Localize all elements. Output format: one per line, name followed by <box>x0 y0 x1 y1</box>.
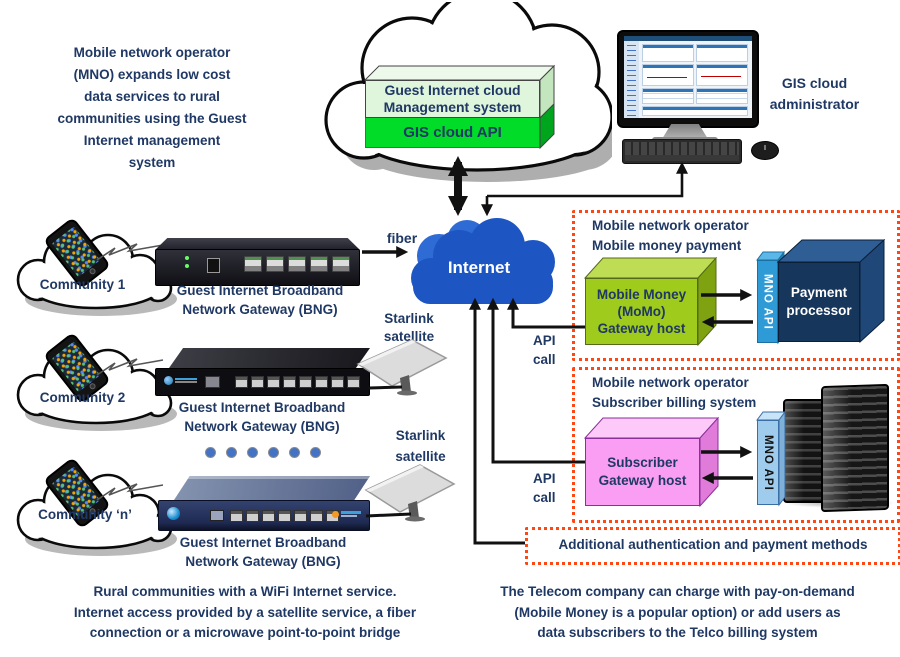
api-call-label-1: API call <box>533 331 556 369</box>
momo-title-line: Mobile network operator <box>592 218 749 233</box>
additional-methods-box: Additional authentication and payment me… <box>525 527 900 565</box>
management-line: Guest Internet cloud <box>384 82 521 98</box>
intro-line: data services to rural <box>84 89 220 104</box>
intro-line: Internet management <box>83 133 221 148</box>
fiber-label: fiber <box>386 230 418 246</box>
right-caption: The Telecom company can charge with pay-… <box>460 582 895 644</box>
bng-label-line: Network Gateway (BNG) <box>184 419 340 434</box>
starlink-label-line: satellite <box>395 449 446 464</box>
additional-methods-label: Additional authentication and payment me… <box>558 537 868 552</box>
momo-gateway-line: Mobile Money <box>596 287 687 302</box>
bng-device-2 <box>155 348 370 398</box>
admin-label-line: GIS cloud <box>781 75 848 91</box>
caption-line: Rural communities with a WiFi Internet s… <box>93 584 397 599</box>
billing-title: Mobile network operator Subscriber billi… <box>592 373 756 413</box>
bng-label-2: Guest Internet Broadband Network Gateway… <box>152 398 372 436</box>
starlink-label-line: satellite <box>383 329 435 344</box>
api-call-label-2: API call <box>533 469 556 507</box>
left-caption: Rural communities with a WiFi Internet s… <box>30 582 460 644</box>
payment-line: processor <box>786 303 852 318</box>
admin-label: GIS cloud administrator <box>752 73 877 115</box>
management-line: Management system <box>383 99 522 115</box>
intro-line: (MNO) expands low cost <box>73 67 231 82</box>
intro-text: Mobile network operator (MNO) expands lo… <box>32 42 272 174</box>
wireless-zigzag-icon <box>96 243 164 261</box>
momo-gateway-line: (MoMo) <box>617 304 666 319</box>
starlink-label-2: Starlink satellite <box>378 425 463 467</box>
mno-api-label: MNO API <box>761 273 774 330</box>
api-call-line: API <box>533 333 556 348</box>
starlink-label-line: Starlink <box>395 428 446 443</box>
bng-label-line: Network Gateway (BNG) <box>182 302 338 317</box>
intro-line: communities using the Guest <box>57 111 247 126</box>
bng-label-line: Guest Internet Broadband <box>176 283 344 298</box>
starlink-label-1: Starlink satellite <box>368 310 450 346</box>
api-call-line: API <box>533 471 556 486</box>
starlink-dish-icon <box>356 339 448 396</box>
gis-api-label: GIS cloud API <box>403 124 502 141</box>
bng-device-n <box>158 476 370 533</box>
ellipsis-dots-icon <box>205 447 321 458</box>
subscriber-gateway-line: Subscriber <box>607 455 678 470</box>
caption-line: The Telecom company can charge with pay-… <box>500 584 855 599</box>
mno-api-label: MNO API <box>762 434 774 491</box>
internet-label: Internet <box>447 258 511 277</box>
admin-dashboard-screen <box>624 36 752 118</box>
keyboard-icon <box>622 139 742 164</box>
monitor-stand <box>662 124 708 139</box>
momo-gateway-box: Mobile Money (MoMo) Gateway host <box>583 256 718 347</box>
billing-title-line: Mobile network operator <box>592 375 749 390</box>
payment-processor-box: Payment processor <box>776 238 886 344</box>
caption-line: connection or a microwave point-to-point… <box>89 625 401 640</box>
subscriber-gateway-box: Subscriber Gateway host <box>583 416 720 508</box>
community-label-n: Community ‘n’ <box>38 507 132 522</box>
admin-label-line: administrator <box>769 96 860 112</box>
gis-cloud-api-box: GIS cloud API <box>365 118 540 148</box>
momo-title-line: Mobile money payment <box>592 238 742 253</box>
payment-line: Payment <box>790 285 848 300</box>
community-label-2: Community 2 <box>39 390 126 405</box>
subscriber-gateway-line: Gateway host <box>598 473 687 488</box>
bng-label-1: Guest Internet Broadband Network Gateway… <box>150 281 370 319</box>
community-label-1: Community 1 <box>39 277 126 292</box>
gis-management-box: Guest Internet cloud Management system G… <box>363 64 556 150</box>
bng-label-n: Guest Internet Broadband Network Gateway… <box>153 533 373 571</box>
wireless-zigzag-icon <box>96 358 164 376</box>
monitor-icon <box>617 30 759 128</box>
server-rack-icon <box>783 383 896 513</box>
starlink-dish-icon <box>364 464 456 522</box>
mouse-icon <box>751 141 779 160</box>
caption-line: Internet access provided by a satellite … <box>73 604 417 620</box>
caption-line: data subscribers to the Telco billing sy… <box>537 625 818 640</box>
internet-cloud-icon <box>411 218 555 304</box>
bng-device-1 <box>155 238 360 288</box>
momo-group-box <box>572 210 900 361</box>
bng-label-line: Network Gateway (BNG) <box>185 554 341 569</box>
wireless-zigzag-icon <box>96 483 164 501</box>
api-call-line: call <box>533 490 556 505</box>
billing-title-line: Subscriber billing system <box>592 395 757 410</box>
bng-label-line: Guest Internet Broadband <box>179 535 347 550</box>
mno-api-strip-billing: MNO API <box>756 410 786 507</box>
intro-line: system <box>128 155 176 170</box>
momo-gateway-line: Gateway host <box>597 321 686 336</box>
caption-line: (Mobile Money is a popular option) or ad… <box>514 604 841 620</box>
management-system-box: Guest Internet cloud Management system <box>365 80 540 118</box>
momo-title: Mobile network operator Mobile money pay… <box>592 216 749 256</box>
api-call-line: call <box>533 352 556 367</box>
starlink-label-line: Starlink <box>384 311 434 326</box>
intro-line: Mobile network operator <box>73 45 231 60</box>
bng-label-line: Guest Internet Broadband <box>178 400 346 415</box>
